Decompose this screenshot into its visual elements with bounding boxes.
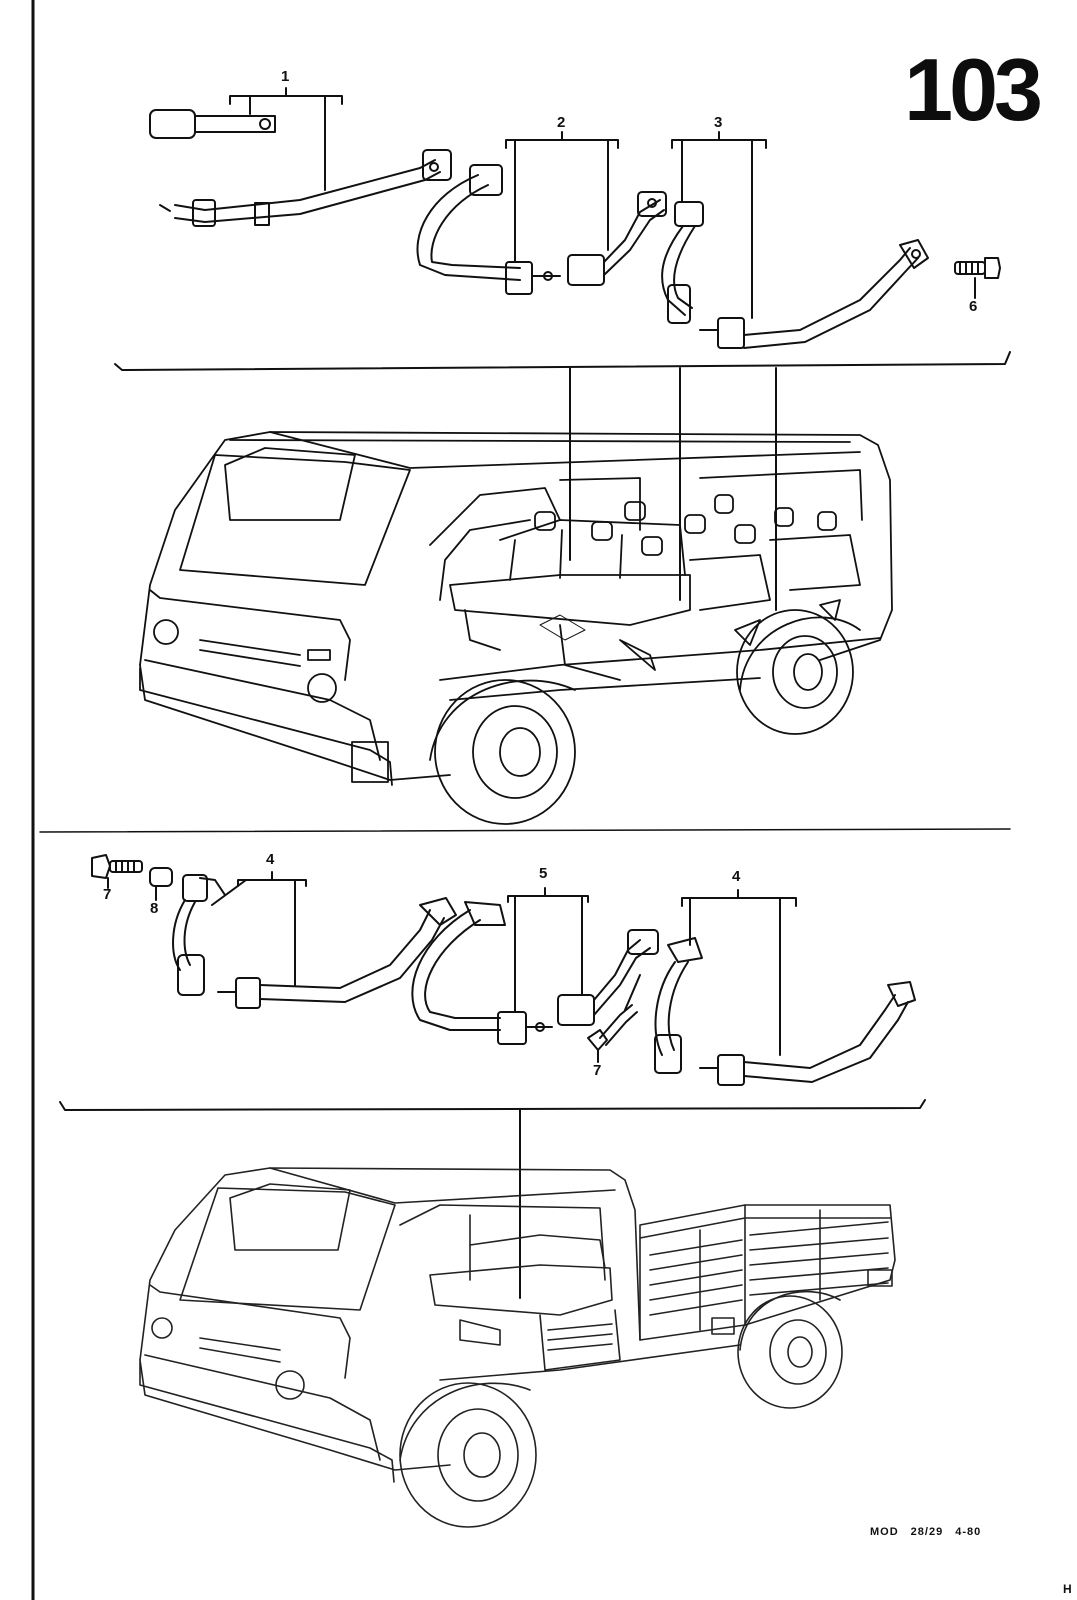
footer-date: 4-80 bbox=[955, 1526, 982, 1538]
callout-2: 2 bbox=[557, 114, 566, 131]
callout-4-left: 4 bbox=[266, 851, 275, 868]
pickup-illustration bbox=[139, 1167, 896, 1528]
footer-info: MOD 28/29 4-80 bbox=[870, 1526, 993, 1538]
belt-assembly-3 bbox=[661, 201, 929, 349]
bolt-6 bbox=[954, 257, 1001, 299]
callout-7-right: 7 bbox=[593, 1062, 602, 1079]
belt-assembly-5 bbox=[411, 901, 659, 1045]
spacer-8 bbox=[149, 867, 173, 901]
callout-5: 5 bbox=[539, 865, 548, 882]
belt-assembly-4-left bbox=[172, 874, 457, 1009]
minibus-illustration bbox=[139, 431, 893, 825]
callout-3: 3 bbox=[714, 114, 723, 131]
callout-7-left: 7 bbox=[103, 886, 112, 903]
footer-model-codes: 28/29 bbox=[910, 1526, 944, 1538]
corner-mark: H bbox=[1063, 1582, 1072, 1596]
footer-model: MOD bbox=[870, 1526, 899, 1538]
callout-4-right: 4 bbox=[732, 868, 741, 885]
page-number: 103 bbox=[904, 40, 1043, 139]
belt-assembly-4-right bbox=[654, 937, 916, 1086]
callout-1: 1 bbox=[281, 68, 290, 85]
bolt-7-right bbox=[587, 974, 641, 1063]
bolt-7-left bbox=[91, 854, 143, 889]
callout-8: 8 bbox=[150, 900, 159, 917]
callout-6: 6 bbox=[969, 298, 978, 315]
belt-assembly-2 bbox=[416, 164, 667, 295]
belt-assembly-1 bbox=[149, 109, 452, 227]
